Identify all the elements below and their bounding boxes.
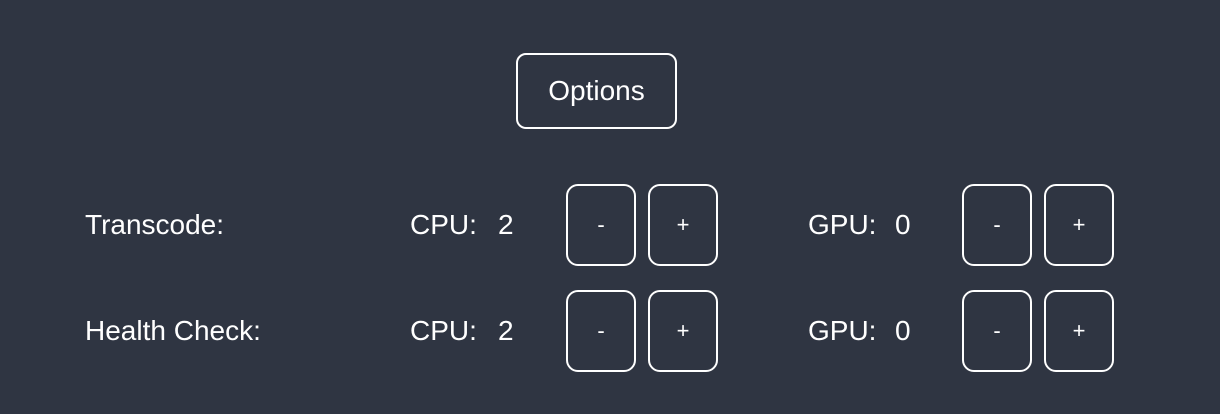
transcode-cpu-value: 2	[498, 209, 514, 240]
transcode-gpu-label: GPU:	[808, 209, 877, 240]
options-button[interactable]: Options	[516, 53, 677, 129]
health-check-cpu-decrement-button[interactable]: -	[566, 290, 636, 372]
health-check-gpu-value: 0	[895, 315, 911, 346]
health-check-gpu-label: GPU:	[808, 315, 877, 346]
health-check-cpu-increment-button[interactable]: +	[648, 290, 718, 372]
health-check-row: Health Check: CPU: 2 - + GPU: 0 - +	[0, 290, 1220, 372]
health-check-cpu-value: 2	[498, 315, 514, 346]
transcode-gpu-value: 0	[895, 209, 911, 240]
health-check-cpu-label: CPU:	[410, 315, 477, 346]
transcode-row: Transcode: CPU: 2 - + GPU: 0 - +	[0, 184, 1220, 266]
transcode-cpu-decrement-button[interactable]: -	[566, 184, 636, 266]
health-check-row-label: Health Check:	[85, 315, 261, 346]
health-check-gpu-decrement-button[interactable]: -	[962, 290, 1032, 372]
transcode-gpu-increment-button[interactable]: +	[1044, 184, 1114, 266]
transcode-row-label: Transcode:	[85, 209, 225, 240]
transcode-cpu-label: CPU:	[410, 209, 477, 240]
transcode-gpu-decrement-button[interactable]: -	[962, 184, 1032, 266]
transcode-cpu-increment-button[interactable]: +	[648, 184, 718, 266]
health-check-gpu-increment-button[interactable]: +	[1044, 290, 1114, 372]
